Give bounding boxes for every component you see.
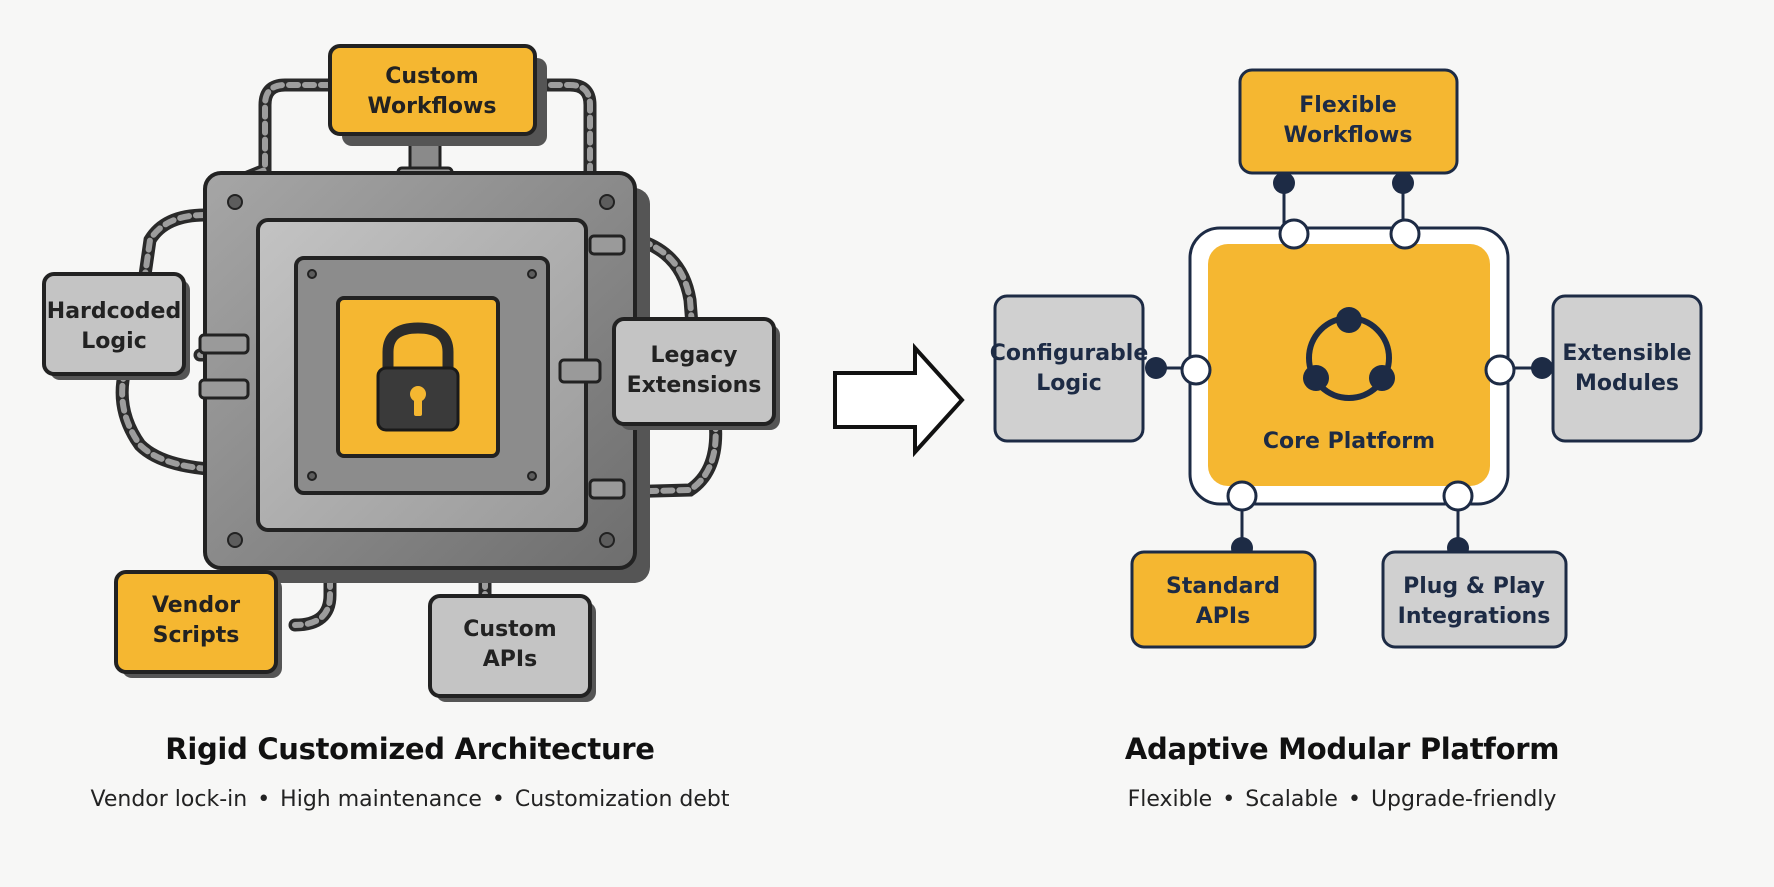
tag-vendor-lock-in: Vendor lock-in	[90, 787, 248, 812]
adaptive-platform-title: Adaptive Modular Platform	[1124, 732, 1560, 766]
padlock-icon	[376, 322, 460, 432]
custom-workflows-line1: Custom	[385, 64, 478, 89]
standard-apis-line1: Standard	[1166, 574, 1280, 599]
rigid-architecture: Custom Workflows Hardcoded Logic Legacy …	[42, 44, 780, 702]
hardcoded-logic-module: Hardcoded Logic	[42, 272, 190, 380]
vendor-scripts-module: Vendor Scripts	[114, 570, 282, 678]
configurable-logic-line1: Configurable	[990, 341, 1149, 366]
extensible-modules-line2: Modules	[1575, 371, 1679, 396]
adaptive-platform: Core Platform Flexible Workflows Confi	[990, 68, 1703, 649]
extensible-modules-line1: Extensible	[1562, 341, 1691, 366]
rigid-architecture-tags: Vendor lock-in•High maintenance•Customiz…	[90, 787, 730, 812]
custom-workflows-line2: Workflows	[368, 94, 497, 119]
configurable-logic-line2: Logic	[1036, 371, 1101, 396]
legacy-extensions-line2: Extensions	[627, 373, 762, 398]
tag-customization-debt: Customization debt	[514, 787, 730, 812]
hardcoded-logic-line2: Logic	[81, 329, 146, 354]
core-platform-label: Core Platform	[1263, 429, 1435, 454]
tag-scalable: Scalable	[1245, 787, 1338, 812]
standard-apis-line2: APIs	[1196, 604, 1250, 629]
hardcoded-logic-line1: Hardcoded	[47, 299, 181, 324]
flexible-workflows-line1: Flexible	[1299, 93, 1396, 118]
vendor-scripts-line2: Scripts	[153, 623, 240, 648]
tag-flexible: Flexible	[1127, 787, 1213, 812]
custom-apis-line2: APIs	[483, 647, 537, 672]
plug-and-play-line1: Plug & Play	[1403, 574, 1545, 599]
tag-high-maintenance: High maintenance	[280, 787, 482, 812]
standard-apis-module: Standard APIs	[1130, 550, 1317, 649]
vendor-scripts-line1: Vendor	[152, 593, 240, 618]
plug-and-play-integrations-module: Plug & Play Integrations	[1381, 550, 1568, 649]
chains	[115, 78, 723, 632]
cycle-nodes-icon	[1303, 307, 1395, 401]
rigid-architecture-title: Rigid Customized Architecture	[165, 732, 655, 766]
core-platform: Core Platform	[1208, 244, 1490, 486]
right-arrow-icon	[833, 342, 965, 458]
extensible-modules-module: Extensible Modules	[1551, 294, 1703, 443]
side-clamps	[198, 234, 626, 500]
tag-upgrade-friendly: Upgrade-friendly	[1370, 787, 1557, 812]
legacy-extensions-line1: Legacy	[651, 343, 738, 368]
adaptive-platform-tags: Flexible•Scalable•Upgrade-friendly	[1127, 787, 1557, 812]
legacy-extensions-module: Legacy Extensions	[612, 317, 780, 430]
custom-workflows-module: Custom Workflows	[328, 44, 547, 146]
custom-apis-module: Custom APIs	[428, 594, 596, 702]
custom-apis-line1: Custom	[463, 617, 556, 642]
locked-core-block	[203, 171, 650, 583]
plug-and-play-line2: Integrations	[1398, 604, 1551, 629]
flexible-workflows-module: Flexible Workflows	[1238, 68, 1459, 175]
configurable-logic-module: Configurable Logic	[990, 294, 1149, 443]
flexible-workflows-line2: Workflows	[1284, 123, 1413, 148]
